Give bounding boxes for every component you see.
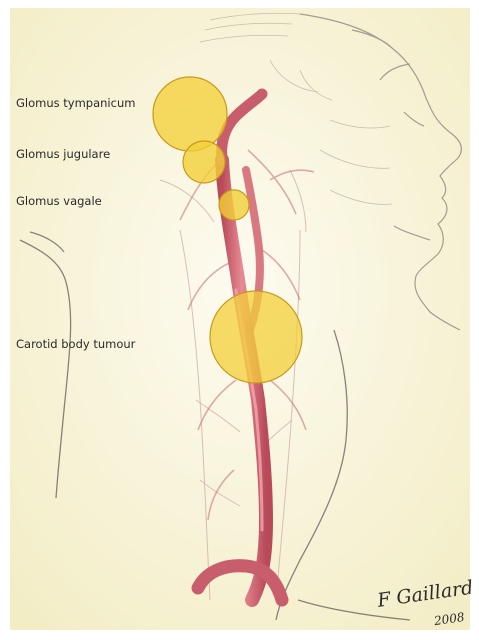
- label-glomus-vagale: Glomus vagale: [16, 194, 102, 208]
- label-glomus-tympanicum: Glomus tympanicum: [16, 96, 135, 110]
- label-carotid-body-tumour: Carotid body tumour: [16, 337, 135, 351]
- carotid-body-tumour-marker: [210, 291, 302, 383]
- glomus-jugulare-marker: [183, 141, 225, 183]
- label-glomus-jugulare: Glomus jugulare: [16, 147, 110, 161]
- glomus-tympanicum-marker: [153, 77, 227, 151]
- artist-signature: F Gaillard 2008: [376, 590, 476, 634]
- signature-year: 2008: [433, 610, 465, 628]
- glomus-vagale-marker: [219, 190, 249, 220]
